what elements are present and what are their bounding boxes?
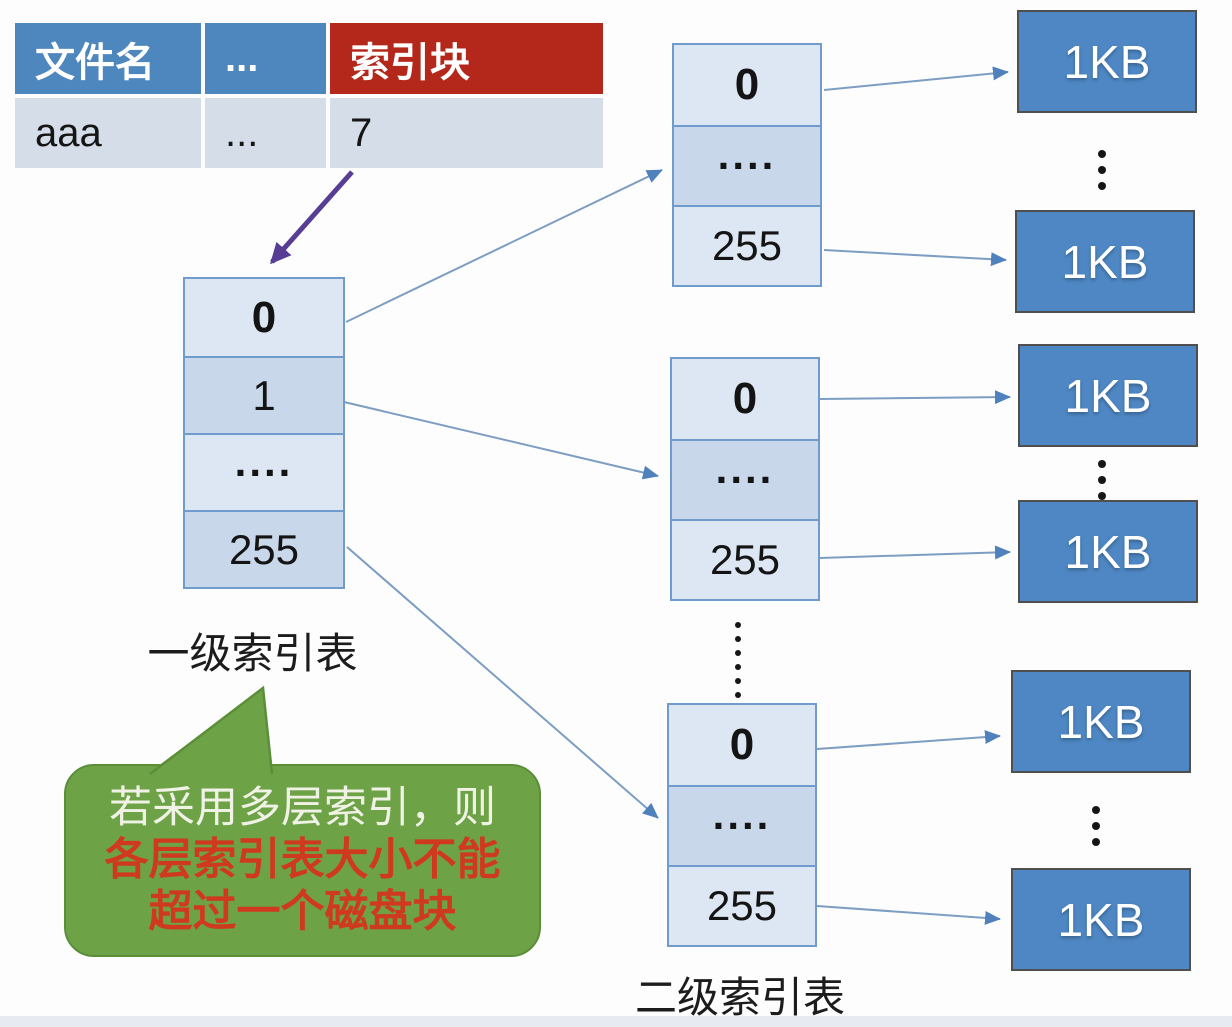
arrow-l1cell0-to-l2table1 [345,169,663,323]
level2-index-table-3: 0 .... 255 [667,703,817,947]
file-table-data-row: aaa ... 7 [15,98,603,168]
note-bubble-tail [149,685,274,775]
vertical-ellipsis-icon [1098,146,1106,194]
cell-index-block-7: 7 [330,98,603,168]
arrow-indexblock7-to-level1 [270,170,354,265]
t2-cell-ellipsis: .... [672,439,818,519]
arrow-t3cell255-to-block6 [816,905,1001,925]
cell-ellipsis: ... [205,98,326,168]
vertical-ellipsis-icon [1092,802,1100,850]
t1-cell-0: 0 [674,45,820,125]
note-line-3: 超过一个磁盘块 [148,886,457,936]
disk-block-1kb-1: 1KB [1017,10,1197,113]
level2-index-table-2: 0 .... 255 [670,357,820,601]
note-bubble: 若采用多层索引，则 各层索引表大小不能 超过一个磁盘块 [64,764,541,957]
disk-block-1kb-3: 1KB [1018,344,1198,447]
disk-block-1kb-2: 1KB [1015,210,1195,313]
note-line-1: 若采用多层索引，则 [109,784,496,833]
arrow-t2cell0-to-block3 [819,390,1011,405]
level1-table-label: 一级索引表 [147,630,358,677]
l1-cell-1: 1 [185,356,343,433]
disk-block-1kb-5: 1KB [1011,670,1191,773]
level2-table-label: 二级索引表 [634,974,845,1021]
level2-index-table-1: 0 .... 255 [672,43,822,287]
l1-cell-ellipsis: .... [185,433,343,510]
t2-cell-255: 255 [672,519,818,599]
cell-filename-aaa: aaa [15,98,201,168]
header-ellipsis: ... [205,23,326,94]
note-line-2: 各层索引表大小不能 [104,834,501,884]
header-filename: 文件名 [15,23,201,94]
t1-cell-255: 255 [674,205,820,285]
file-directory-table: 文件名 ... 索引块 aaa ... 7 [15,23,603,168]
arrow-t3cell0-to-block5 [816,730,1001,750]
l1-cell-255: 255 [185,510,343,587]
disk-block-1kb-4: 1KB [1018,500,1198,603]
t3-cell-255: 255 [669,865,815,945]
arrow-l1cell1-to-l2table2 [343,401,659,480]
arrow-t1cell255-to-block2 [823,249,1007,267]
dotted-connector-icon [735,618,741,702]
file-table-header-row: 文件名 ... 索引块 [15,23,603,94]
arrow-t2cell255-to-block4 [819,545,1011,560]
disk-block-1kb-6: 1KB [1011,868,1191,971]
t2-cell-0: 0 [672,359,818,439]
t3-cell-0: 0 [669,705,815,785]
bottom-strip [0,1016,1232,1027]
t1-cell-ellipsis: .... [674,125,820,205]
arrow-t1cell0-to-block1 [823,66,1009,91]
header-index-block: 索引块 [330,23,603,94]
level1-index-table: 0 1 .... 255 [183,277,345,589]
vertical-ellipsis-icon [1098,456,1106,504]
t3-cell-ellipsis: .... [669,785,815,865]
l1-cell-0: 0 [185,279,343,356]
